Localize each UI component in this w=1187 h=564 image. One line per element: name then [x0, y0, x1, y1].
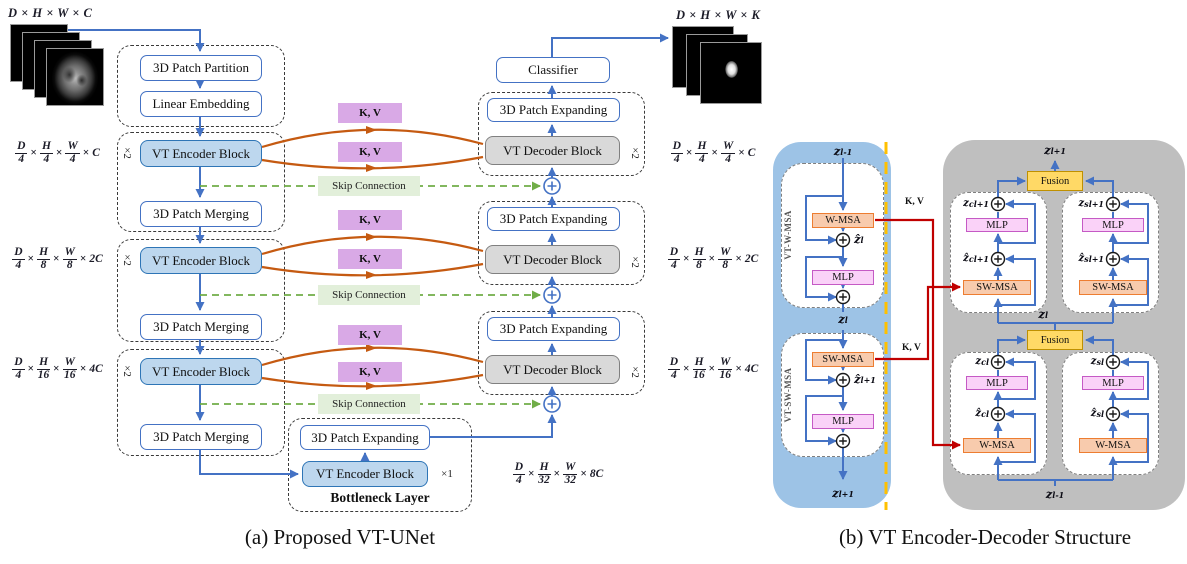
circled-plus-icon: [543, 395, 561, 413]
circled-plus-icon: [1105, 196, 1121, 212]
decoder-stage2-box: [478, 201, 645, 285]
circled-plus-icon: [990, 354, 1006, 370]
kv-cross-lines: [875, 218, 961, 450]
circled-plus-icon: [835, 232, 851, 248]
vt-decoder-flow: [993, 160, 1149, 486]
skip-connection-lines: [200, 181, 541, 409]
circled-plus-icon: [543, 286, 561, 304]
circled-plus-icon: [1105, 406, 1121, 422]
main-flow-lines: [68, 29, 669, 479]
circled-plus-icon: [1105, 251, 1121, 267]
kv-curve-arrowheads: [366, 126, 377, 390]
bottleneck-box: [288, 418, 472, 512]
circled-plus-icon: [835, 372, 851, 388]
decoder-stage3-box: [478, 311, 645, 395]
circled-plus-icon: [990, 406, 1006, 422]
circled-plus-icon: [835, 433, 851, 449]
circled-plus-icon: [543, 177, 561, 195]
circled-plus-icon: [835, 289, 851, 305]
residual-add-icons: [835, 196, 1121, 449]
vt-encoder-flow: [805, 158, 848, 480]
decoder-stage1-box: [478, 92, 645, 176]
skip-add-icons: [543, 177, 561, 413]
circled-plus-icon: [1105, 354, 1121, 370]
circled-plus-icon: [990, 196, 1006, 212]
circled-plus-icon: [990, 251, 1006, 267]
